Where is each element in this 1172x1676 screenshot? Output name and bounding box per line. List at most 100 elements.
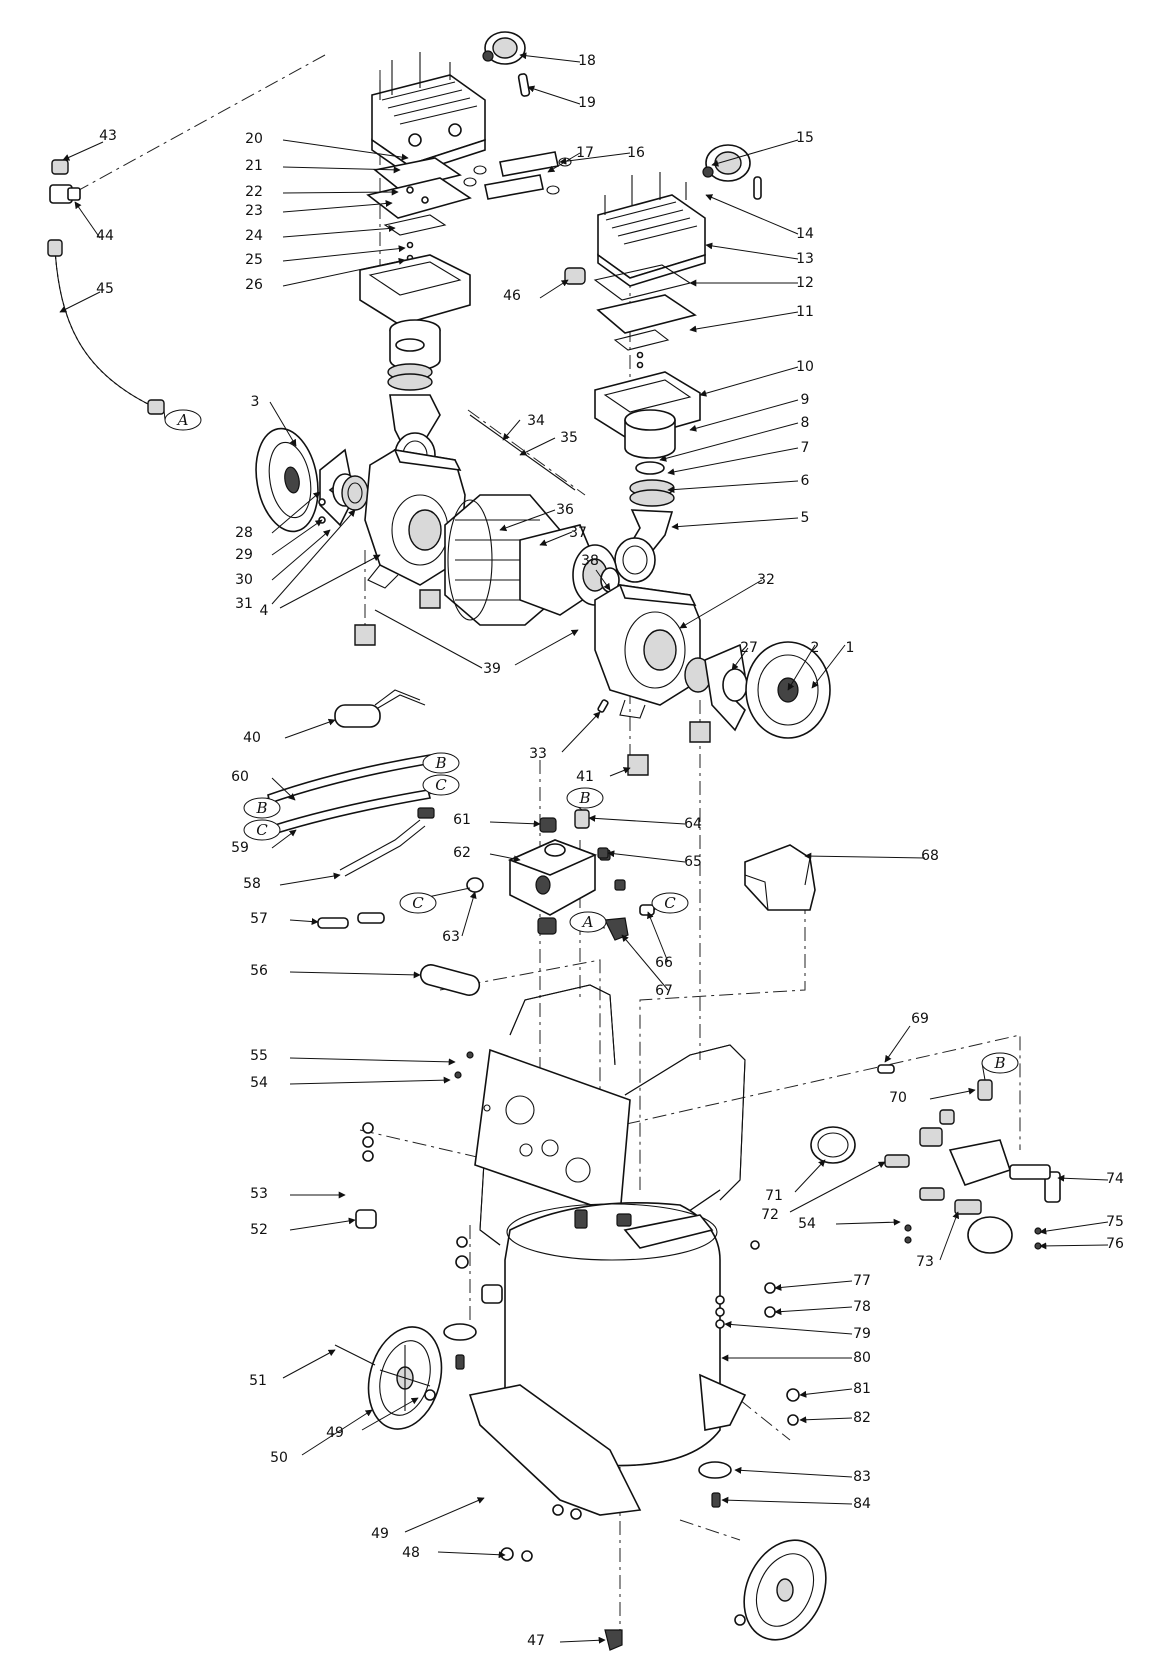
callout-leader [489, 853, 521, 863]
transfer-tubes [463, 151, 572, 200]
callout-leader [667, 447, 799, 476]
air-hose [47, 239, 165, 415]
callout-leader [271, 519, 323, 556]
piston-right [614, 461, 675, 583]
callout-label: 72 [761, 1207, 779, 1223]
rubber-foot-83 [698, 1461, 732, 1508]
manifold [919, 1109, 1061, 1203]
intake-filter-top [482, 31, 526, 65]
callout-leader [271, 491, 321, 534]
callout-label: 59 [231, 840, 249, 856]
callout-leader [689, 399, 799, 432]
washers-nuts [362, 1122, 800, 1626]
crankcase-right [594, 584, 701, 719]
callout-label: 3 [251, 394, 260, 410]
spacer-52 [355, 1209, 503, 1304]
callout-leader [499, 509, 556, 532]
callout-leader [539, 531, 573, 546]
callout-leader [289, 1057, 456, 1066]
callout-label: 75 [1106, 1214, 1124, 1230]
callout-leader [539, 279, 569, 299]
callout-leader [279, 554, 381, 609]
callout-leader [301, 1409, 373, 1456]
elbow-67 [604, 917, 629, 941]
callout-label: 1 [846, 640, 855, 656]
callout-leader [1039, 1221, 1109, 1235]
callout-leader [282, 257, 406, 287]
callout-label: 5 [801, 510, 810, 526]
wheel-right [743, 1539, 827, 1641]
callout-leader [271, 509, 356, 605]
callout-label: 26 [245, 277, 263, 293]
connector-letter: B [993, 1054, 1005, 1072]
callout-leader [659, 422, 799, 462]
callout-leader [621, 934, 669, 991]
callout-label: 58 [243, 876, 261, 892]
cylinder-right [594, 371, 701, 459]
fitting-65 [597, 847, 609, 859]
callout-leader [731, 647, 749, 671]
callout-leader [284, 718, 336, 739]
motor-rotor [519, 524, 620, 616]
connector-letter: A [581, 913, 594, 931]
fitting-64 [574, 809, 590, 829]
callout-leader [271, 829, 297, 849]
callout-leader [884, 1025, 911, 1063]
callout-label: 20 [245, 131, 263, 147]
callout-label: 73 [916, 1254, 934, 1270]
connector-oval [981, 1052, 1019, 1074]
connector-oval [399, 892, 437, 914]
callout-leader [799, 1388, 853, 1398]
callout-label: 71 [765, 1188, 783, 1204]
callout-label: 64 [684, 816, 702, 832]
cylinder-head-left [371, 52, 486, 176]
callout-leader [1039, 1242, 1109, 1250]
callout-label: 60 [231, 769, 249, 785]
callout-leader [609, 767, 631, 777]
callout-leader [282, 245, 406, 262]
callout-label: 80 [853, 1350, 871, 1366]
callout-leader [721, 1496, 853, 1505]
callout-leader [799, 1416, 853, 1424]
pin-right [753, 176, 762, 200]
callout-label: 41 [576, 769, 594, 785]
callout-leader [667, 480, 799, 494]
coupler-73 [919, 1187, 982, 1215]
connector-letter: C [412, 894, 424, 912]
fitting-70 [977, 1079, 993, 1101]
callout-leader [689, 311, 799, 333]
callout-label: 35 [560, 430, 578, 446]
fitting-66 [639, 904, 655, 916]
callout-label: 66 [655, 955, 673, 971]
connector-letter: C [664, 894, 676, 912]
callout-label: 51 [249, 1373, 267, 1389]
callout-leader [361, 1397, 419, 1431]
callout-label: 27 [740, 640, 758, 656]
callout-label: 17 [576, 145, 594, 161]
callout-leader [559, 152, 631, 165]
valve-plate-right [596, 294, 697, 369]
drain-valve-47 [604, 1629, 623, 1651]
tee-44 [49, 184, 81, 204]
callout-leader [282, 200, 393, 213]
callout-label: 23 [245, 203, 263, 219]
pin-19 [517, 73, 531, 97]
callout-label: 22 [245, 184, 263, 200]
callout-leader [711, 139, 799, 167]
connector-letter: B [255, 799, 267, 817]
pressure-switch [507, 817, 626, 935]
callout-leader [502, 419, 521, 441]
callout-label: 54 [250, 1075, 268, 1091]
key-33 [597, 699, 609, 713]
callout-label: 13 [796, 251, 814, 267]
callout-label: 68 [921, 848, 939, 864]
callout-leader [489, 820, 541, 828]
callout-leader [271, 777, 296, 801]
callout-label: 67 [655, 983, 673, 999]
cylinder-head-right [597, 172, 706, 287]
connector-letter: A [176, 411, 189, 429]
callout-leader [607, 850, 686, 863]
callout-label: 83 [853, 1469, 871, 1485]
